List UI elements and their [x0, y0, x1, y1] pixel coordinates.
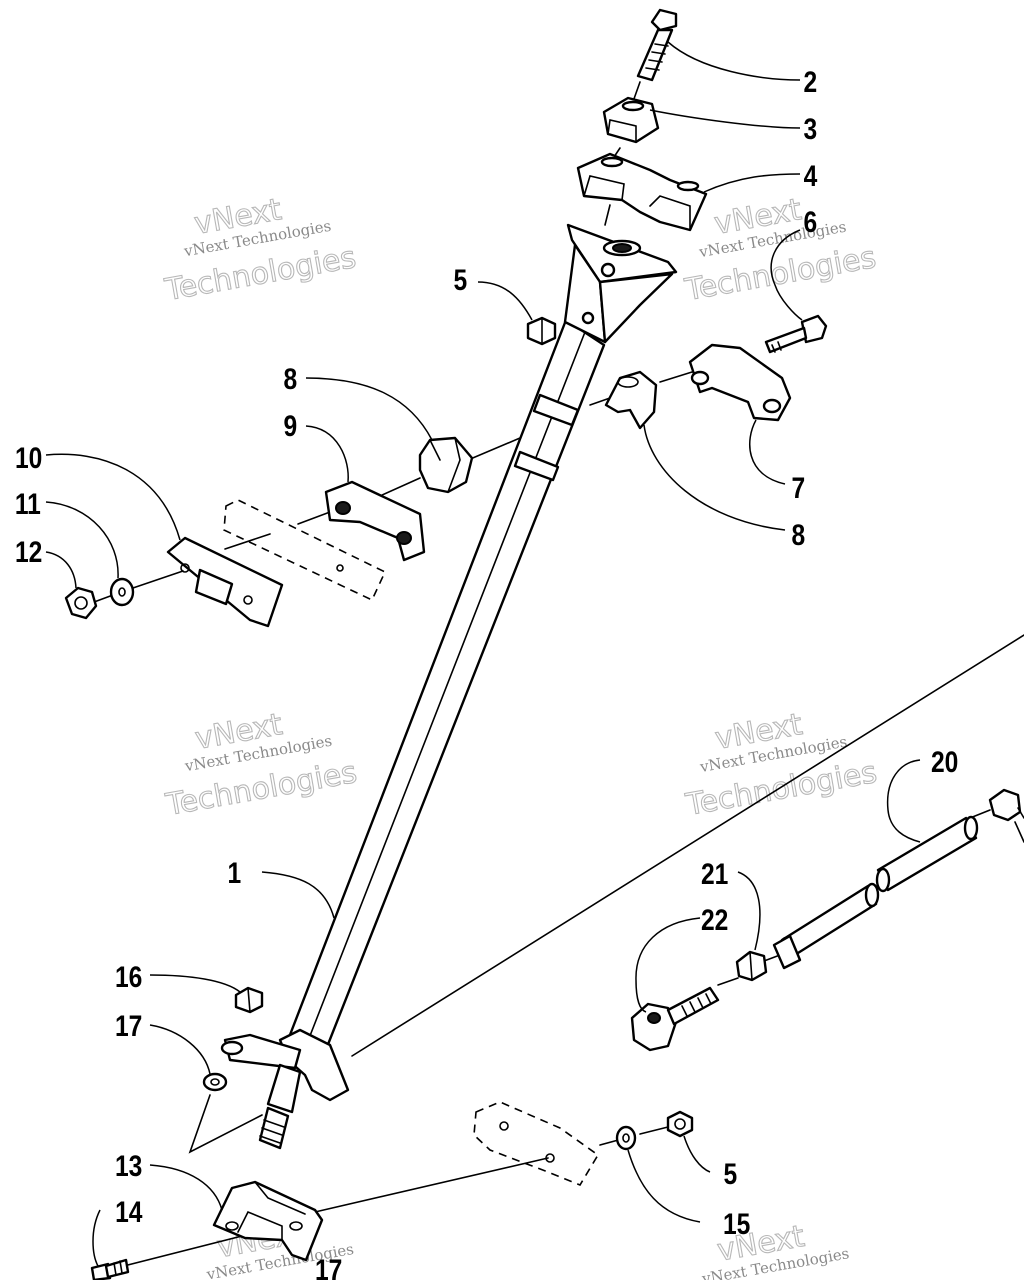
callout-17-bottom: 17	[315, 1253, 342, 1280]
leader-8-left	[305, 377, 433, 441]
assembly-line-tierod-end	[717, 977, 739, 986]
callout-7: 7	[792, 471, 806, 505]
leader-5-lower	[683, 1135, 711, 1173]
assembly-line-cap-7	[659, 371, 693, 383]
assembly-line-jamnut	[763, 954, 781, 962]
callout-8-right: 8	[792, 518, 806, 552]
callout-8-left: 8	[284, 362, 298, 396]
bushing-plate	[166, 536, 284, 628]
indicator-arrow	[188, 1094, 263, 1154]
small-washer	[202, 1072, 228, 1092]
bushing-left	[418, 436, 474, 494]
leader-3	[649, 109, 801, 129]
washer	[109, 577, 135, 607]
jam-nut	[735, 950, 768, 982]
bushing-right	[604, 370, 658, 430]
assembly-line-dashed-clamp	[297, 511, 331, 525]
top-bolt	[636, 8, 678, 82]
lower-clamp-block	[576, 152, 708, 232]
leader-5-upper	[477, 281, 533, 321]
leader-10	[45, 453, 181, 541]
leader-4	[703, 173, 801, 193]
callout-1: 1	[228, 856, 242, 890]
leader-15	[627, 1149, 701, 1223]
assembly-line-washer-11	[129, 570, 184, 590]
callout-15: 15	[723, 1207, 750, 1241]
clamp-block	[324, 480, 426, 562]
watermark-mid-left: vNext vNext Technologies Technologies	[162, 707, 360, 824]
leader-7	[749, 419, 786, 485]
leader-21	[737, 871, 761, 951]
leader-13	[149, 1164, 223, 1211]
callout-11: 11	[15, 487, 41, 521]
leader-2	[667, 41, 801, 81]
callout-5-lower: 5	[724, 1157, 738, 1191]
dashed-clamp-outline	[223, 499, 387, 602]
assembly-line-nut	[639, 1126, 669, 1135]
callout-12: 12	[15, 535, 42, 569]
cap-nut	[234, 986, 264, 1014]
leader-12	[45, 551, 77, 589]
leader-9	[305, 425, 349, 483]
callout-13: 13	[115, 1149, 142, 1183]
watermark-bottom-right: vNext vNext Technologies	[700, 1218, 851, 1280]
nut-lower-right	[666, 1110, 694, 1138]
nut-upper	[526, 316, 557, 346]
bearing-cap	[688, 343, 792, 422]
tie-rod-tube	[875, 815, 979, 893]
assembly-line-bushing-8	[467, 437, 521, 461]
callout-22: 22	[701, 903, 728, 937]
callout-4: 4	[804, 159, 818, 193]
assembly-line-bracket	[314, 1157, 549, 1213]
leader-20	[886, 759, 921, 843]
leader-8-right	[643, 424, 786, 531]
leader-14	[92, 1209, 101, 1267]
callout-17: 17	[115, 1009, 142, 1043]
callout-2: 2	[804, 65, 818, 99]
upper-cap	[602, 96, 660, 144]
assembly-line-bushing-right	[589, 397, 611, 406]
assembly-line-steering-arm	[351, 634, 1024, 1057]
lock-nut	[64, 586, 98, 620]
tie-rod-section	[772, 882, 880, 970]
tie-rod-nut-right	[988, 788, 1024, 843]
leader-11	[45, 501, 119, 579]
leader-1	[261, 871, 335, 919]
lower-bracket	[212, 1180, 324, 1262]
clamp-bolt	[764, 314, 828, 354]
callout-3: 3	[804, 112, 818, 146]
callout-21: 21	[701, 857, 728, 891]
watermark-mid-right: vNext vNext Technologies Technologies	[682, 707, 880, 824]
callout-10: 10	[15, 441, 42, 475]
leader-17	[149, 1024, 211, 1075]
leader-22	[635, 917, 701, 1013]
washer-lower	[615, 1125, 637, 1151]
bracket-bolt	[90, 1258, 130, 1280]
leader-6	[770, 229, 803, 321]
assembly-line-bushing-10	[224, 533, 271, 550]
tie-rod-end	[630, 986, 720, 1052]
assembly-line-block-9	[379, 477, 421, 497]
assembly-line-block-4	[604, 204, 611, 226]
steering-post-tube	[220, 223, 678, 1150]
dashed-plate-outline	[473, 1101, 600, 1186]
callout-14: 14	[115, 1195, 143, 1229]
watermark-top-left: vNext vNext Technologies Technologies	[161, 192, 359, 309]
leader-16	[149, 974, 241, 993]
callout-5-upper: 5	[454, 263, 468, 297]
callout-20: 20	[931, 745, 958, 779]
callout-6: 6	[804, 205, 818, 239]
callout-9: 9	[284, 409, 298, 443]
callout-16: 16	[115, 960, 142, 994]
